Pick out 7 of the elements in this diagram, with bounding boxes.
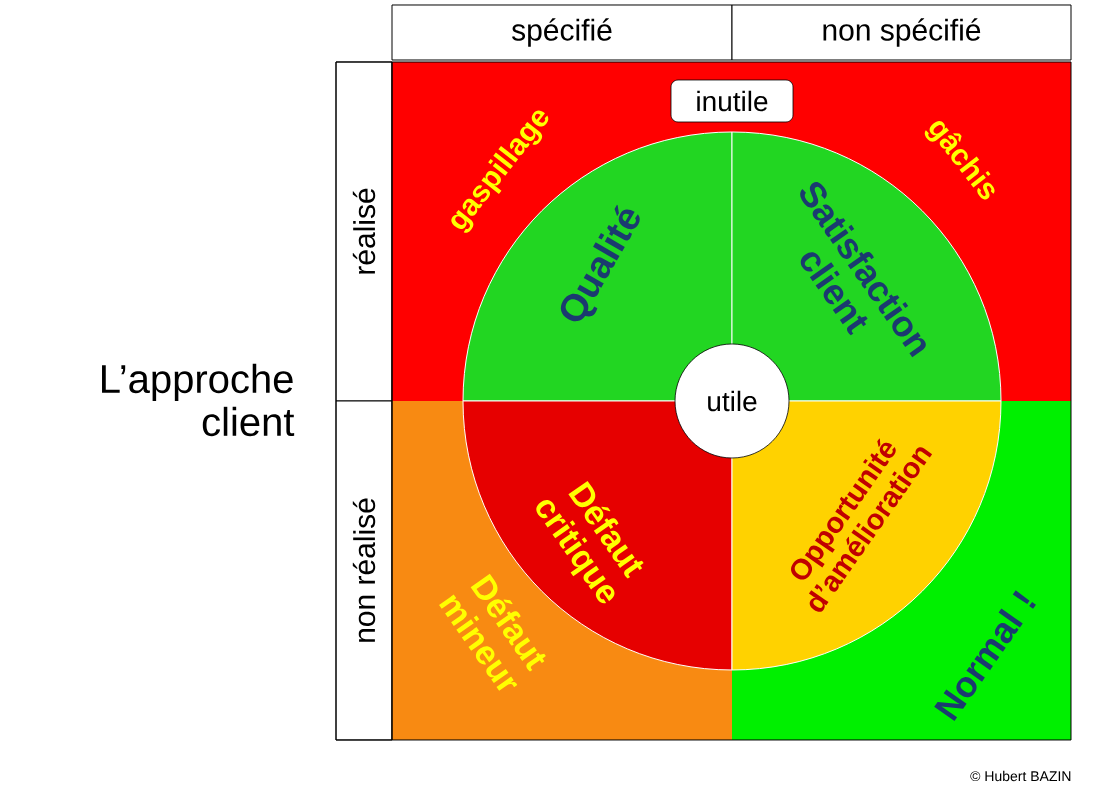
header-cell: non spécifié [731, 4, 1072, 61]
title: L’approche client [102, 363, 295, 437]
header-cell: réalisé [335, 61, 393, 402]
label-box: inutile [670, 79, 794, 123]
copyright-note: © Hubert BAZIN [970, 770, 1071, 782]
header-cell: spécifié [391, 4, 733, 61]
header-cell: non réalisé [335, 400, 393, 741]
